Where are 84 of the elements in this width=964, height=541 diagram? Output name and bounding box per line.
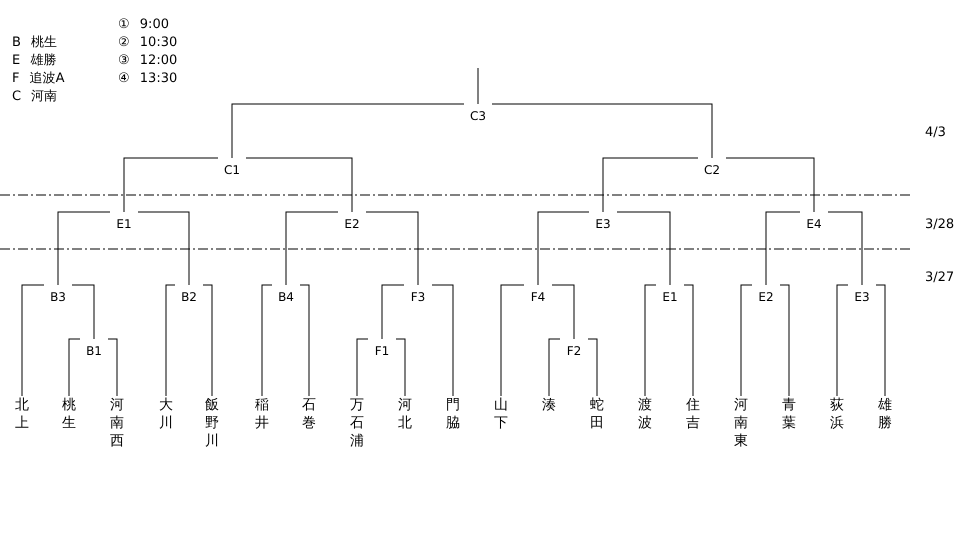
bracket-line — [432, 284, 454, 396]
bracket-line — [780, 284, 790, 396]
bracket-line — [72, 284, 94, 340]
bracket-line — [552, 284, 574, 340]
time-key: ① 9:00 — [118, 17, 169, 33]
bracket-line — [138, 212, 190, 286]
bracket-line — [286, 212, 338, 286]
venue-key: F 追波A — [12, 71, 65, 87]
team-name: 河南西 — [110, 396, 124, 450]
bracket-line — [836, 284, 848, 396]
bracket-line — [232, 104, 464, 158]
team-name: 石巻 — [302, 396, 316, 432]
date-label: 4/3 — [925, 125, 946, 141]
bracket-line — [538, 212, 590, 286]
team-name: 湊 — [542, 396, 556, 414]
team-name: 蛇田 — [590, 396, 604, 432]
bracket-line — [684, 284, 694, 396]
bracket-line — [300, 284, 310, 396]
bracket-line — [246, 158, 352, 212]
team-name: 北上 — [14, 396, 30, 432]
team-name: 渡波 — [638, 396, 652, 432]
date-label: 3/28 — [925, 217, 954, 233]
match-label: C2 — [698, 158, 726, 180]
bracket-line — [828, 212, 862, 286]
match-label: E3 — [848, 285, 876, 307]
match-label: E2 — [338, 212, 366, 234]
bracket-line — [366, 212, 418, 286]
bracket-line — [166, 284, 176, 396]
date-label: 3/27 — [925, 270, 954, 286]
team-name: 大川 — [158, 396, 174, 432]
bracket-line — [616, 212, 670, 286]
time-key: ④ 13:30 — [118, 71, 178, 87]
venue-key: E 雄勝 — [12, 53, 56, 69]
time-key: ② 10:30 — [118, 35, 178, 51]
match-label: F1 — [368, 339, 396, 361]
bracket-line — [740, 284, 752, 396]
team-name: 桃生 — [62, 396, 76, 432]
bracket-line — [602, 158, 698, 212]
team-name: 河南東 — [734, 396, 748, 450]
match-label: F2 — [560, 339, 588, 361]
time-key: ③ 12:00 — [118, 53, 178, 69]
match-label: E1 — [110, 212, 138, 234]
team-name: 河北 — [398, 396, 412, 432]
team-name: 稲井 — [254, 396, 270, 432]
match-label: C3 — [464, 104, 492, 126]
team-name: 雄勝 — [878, 396, 892, 432]
match-label: E3 — [589, 212, 617, 234]
team-name: 荻浜 — [830, 396, 844, 432]
team-name: 門脇 — [446, 396, 460, 432]
match-label: C1 — [218, 158, 246, 180]
bracket-line — [58, 212, 110, 286]
match-label: E1 — [656, 285, 684, 307]
bracket-line — [500, 284, 524, 396]
match-label: B3 — [44, 285, 72, 307]
bracket-line — [876, 284, 886, 396]
team-name: 山下 — [494, 396, 508, 432]
match-label: B2 — [175, 285, 203, 307]
match-label: F3 — [404, 285, 432, 307]
bracket-line — [766, 212, 800, 286]
team-name: 青葉 — [782, 396, 796, 432]
team-name: 飯野川 — [204, 396, 220, 450]
bracket-line — [548, 338, 560, 396]
bracket-line — [68, 338, 80, 396]
venue-key: C 河南 — [12, 89, 58, 105]
bracket-line — [22, 284, 44, 396]
match-label: B4 — [272, 285, 300, 307]
match-label: E2 — [752, 285, 780, 307]
match-label: F4 — [524, 285, 552, 307]
bracket-line — [644, 284, 656, 396]
bracket-line — [202, 284, 212, 396]
bracket-line — [124, 158, 218, 212]
team-name: 住吉 — [686, 396, 700, 432]
bracket-line — [262, 284, 272, 396]
bracket-line — [726, 158, 814, 212]
match-label: E4 — [800, 212, 828, 234]
match-label: B1 — [80, 339, 108, 361]
venue-key: B 桃生 — [12, 35, 58, 51]
bracket-line — [356, 338, 368, 396]
bracket-line — [588, 338, 598, 396]
bracket-line — [492, 104, 712, 158]
bracket-line — [382, 284, 404, 340]
bracket-line — [108, 338, 118, 396]
team-name: 万石浦 — [350, 396, 364, 450]
bracket-line — [396, 338, 406, 396]
